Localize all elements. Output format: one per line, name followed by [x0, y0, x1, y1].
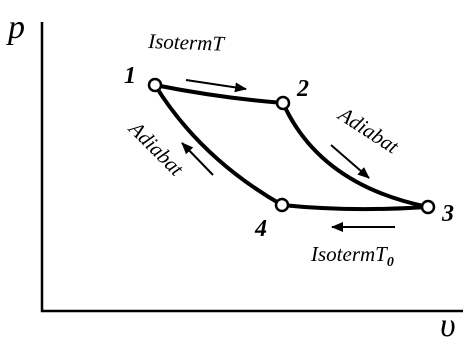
point-2-label: 2: [296, 76, 309, 102]
state-4-node: [274, 197, 290, 213]
isotherm-bottom-subscript: 0: [387, 255, 394, 270]
p-v-axes: [40, 22, 463, 313]
point-4-label: 4: [254, 216, 267, 242]
state-2-node: [275, 95, 291, 111]
adiabat-2-3-curve: [281, 102, 429, 209]
state-1-node: [147, 77, 163, 93]
isotherm-1-2-curve: [154, 83, 284, 105]
point-3-label: 3: [441, 201, 454, 227]
isotherm-bottom-main: IsotermT: [310, 242, 388, 266]
arrow-up-left: [181, 142, 214, 176]
adiabat-left-label: Adiabat: [123, 115, 189, 181]
isotherm-bottom-label: IsotermT0: [310, 242, 394, 270]
arrow-down-right: [330, 144, 370, 179]
isotherm-top-label: IsotermT: [147, 29, 226, 56]
x-axis-label: υ: [440, 307, 456, 340]
point-1-label: 1: [124, 63, 136, 89]
isotherm-3-4-curve: [281, 203, 429, 212]
y-axis-label: p: [6, 9, 25, 46]
adiabat-4-1-curve: [153, 83, 283, 207]
arrow-right-top: [185, 79, 247, 93]
adiabat-right-label: Adiabat: [333, 101, 404, 159]
state-3-node: [420, 199, 436, 215]
